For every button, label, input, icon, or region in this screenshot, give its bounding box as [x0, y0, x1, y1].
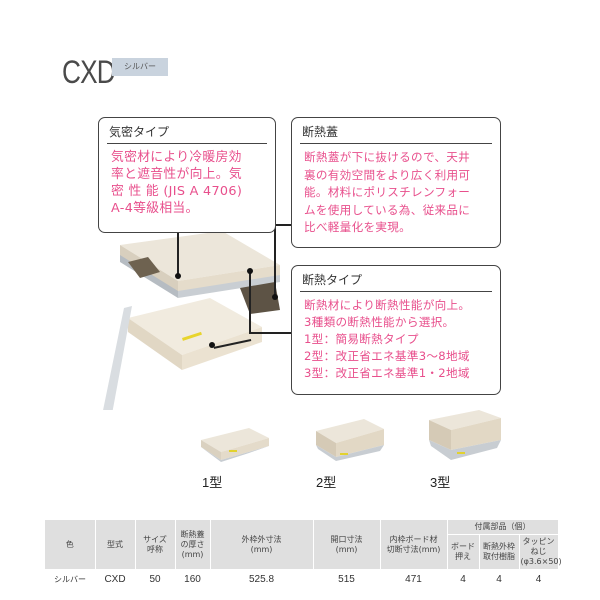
- cell-opening: 515: [338, 574, 355, 585]
- cell-inner-board: 471: [405, 574, 422, 585]
- header-outer-frame: 外枠外寸法 (mm): [210, 520, 314, 570]
- cell-board-holder: 4: [460, 574, 466, 585]
- pointer-dot-insulation-lid: [209, 342, 215, 348]
- header-color: 色: [45, 520, 96, 570]
- color-badge: シルバー: [112, 58, 168, 76]
- callout-body: 断熱蓋が下に抜けるので、天井 裏の有効空間をより広く利用可 能。材料にポリスチレ…: [304, 150, 471, 234]
- cell-lid-thickness: 160: [184, 574, 201, 585]
- callout-airtight-type: 気密タイプ 気密材により冷暖房効 率と遮音性が向上。気 密 性 能 (JIS A…: [98, 117, 276, 233]
- header-accessories: 付属部品（個）: [447, 520, 559, 535]
- cell-model: CXD: [104, 574, 126, 585]
- pointer-dot-airtight: [175, 273, 181, 279]
- connector-lid-v: [274, 224, 276, 296]
- spec-table: 色 型式 サイズ 呼称 断熱蓋 の厚さ (mm) 外枠外寸法 (mm) 開口寸法…: [45, 520, 562, 590]
- callout-body: 気密材により冷暖房効 率と遮音性が向上。気 密 性 能 (JIS A 4706)…: [111, 150, 243, 216]
- product-title: CXD: [62, 54, 116, 90]
- connector-airtight: [177, 233, 179, 275]
- header-board-holder: ボード 押え: [447, 534, 480, 570]
- callout-heading: 断熱タイプ: [300, 266, 492, 292]
- type-2-illustration: [316, 419, 384, 461]
- cell-insulation-frame: 4: [496, 574, 502, 585]
- cell-color: シルバー: [54, 575, 86, 584]
- cell-outer-frame: 525.8: [248, 574, 275, 585]
- type-3-label: 3型: [430, 475, 451, 490]
- hatch-exploded-illustration: [103, 231, 280, 410]
- header-size: サイズ 呼称: [135, 520, 176, 570]
- type-3-illustration: [429, 410, 501, 460]
- connector-insulation-h: [249, 332, 292, 334]
- header-opening: 開口寸法 (mm): [313, 520, 381, 570]
- connector-insulation-v: [249, 270, 251, 333]
- pointer-dot-lid: [272, 294, 278, 300]
- header-tapping-screw: タッピンねじ (φ3.6×50): [519, 534, 562, 570]
- table-row: シルバー CXD 50 160 525.8 515 471 4 4 4: [45, 570, 558, 590]
- callout-body: 断熱材により断熱性能が向上。 3種類の断熱性能から選択。 1型：簡易断熱タイプ …: [304, 298, 471, 380]
- callout-insulation-lid: 断熱蓋 断熱蓋が下に抜けるので、天井 裏の有効空間をより広く利用可 能。材料にポ…: [291, 117, 501, 248]
- cell-tapping-screw: 4: [535, 574, 542, 585]
- header-inner-board: 内枠ボード材 切断寸法(mm): [380, 520, 448, 570]
- cell-size: 50: [149, 574, 161, 585]
- header-lid-thickness: 断熱蓋 の厚さ (mm): [175, 520, 211, 570]
- callout-heading: 断熱蓋: [300, 118, 492, 144]
- pointer-dot-insulation-top: [247, 268, 253, 274]
- header-model: 型式: [95, 520, 136, 570]
- connector-lid-h: [274, 224, 292, 226]
- type-1-label: 1型: [202, 475, 223, 490]
- type-2-label: 2型: [316, 475, 337, 490]
- callout-heading: 気密タイプ: [107, 118, 267, 144]
- callout-insulation-type: 断熱タイプ 断熱材により断熱性能が向上。 3種類の断熱性能から選択。 1型：簡易…: [291, 265, 501, 395]
- header-insulation-frame: 断熱外枠 取付樹脂: [479, 534, 520, 570]
- type-1-illustration: [201, 428, 269, 462]
